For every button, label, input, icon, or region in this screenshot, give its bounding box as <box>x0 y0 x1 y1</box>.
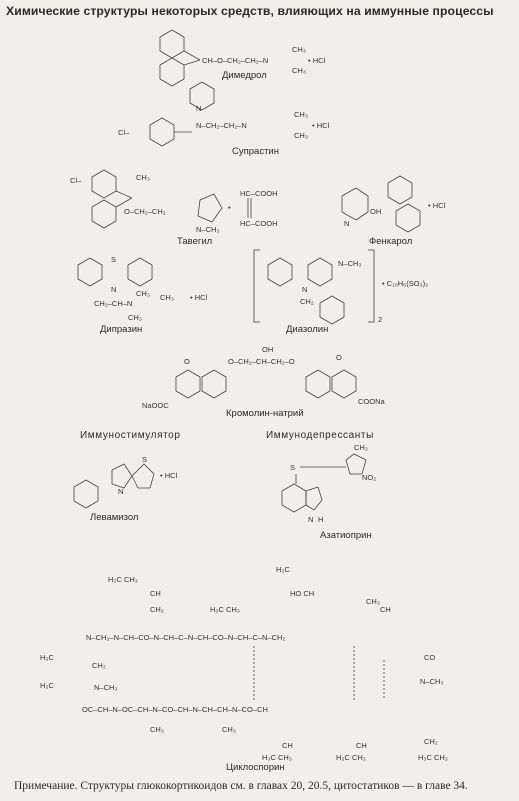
svg-text:CH₂: CH₂ <box>150 605 164 614</box>
svg-text:CH: CH <box>282 741 293 750</box>
svg-text:N: N <box>344 219 349 228</box>
levamisol-structure: S N • HCl <box>73 455 178 509</box>
svg-text:CH₂: CH₂ <box>424 737 438 746</box>
tavegil-structure: Cl– CH₃ O–CH₂–CH₂ N–CH₃ • HC–COOH HC–COO… <box>70 169 278 234</box>
azathioprine-label: Азатиоприн <box>320 530 372 541</box>
azathioprine-structure: S CH₃ NO₂ N H <box>281 443 376 524</box>
svg-text:N–CH₃: N–CH₃ <box>338 259 361 268</box>
svg-text:O: O <box>184 357 190 366</box>
svg-text:H₃C: H₃C <box>40 681 54 690</box>
svg-text:N: N <box>308 515 313 524</box>
svg-text:CH₃: CH₃ <box>222 725 236 734</box>
svg-text:NO₂: NO₂ <box>362 473 376 482</box>
svg-text:N–CH₂–CH₂–N: N–CH₂–CH₂–N <box>196 121 247 130</box>
svg-text:• HCl: • HCl <box>428 201 446 210</box>
svg-text:CH₃: CH₃ <box>292 45 306 54</box>
svg-text:2: 2 <box>378 315 382 324</box>
fenkarol-structure: N OH • HCl <box>341 175 446 233</box>
svg-text:S: S <box>290 463 295 472</box>
svg-text:OH: OH <box>370 207 381 216</box>
svg-text:COONa: COONa <box>358 397 386 406</box>
svg-text:Cl–: Cl– <box>70 176 82 185</box>
diazolin-label: Диазолин <box>286 324 329 335</box>
svg-text:CH₂–CH–N: CH₂–CH–N <box>94 299 132 308</box>
svg-text:H₃C CH₃: H₃C CH₃ <box>108 575 138 584</box>
svg-text:S: S <box>111 255 116 264</box>
diprazin-label: Дипразин <box>100 324 143 335</box>
svg-text:N: N <box>196 104 201 113</box>
svg-text:CH₂: CH₂ <box>92 661 106 670</box>
svg-text:• HCl: • HCl <box>190 293 208 302</box>
suprastin-structure: N Cl– N–CH₂–CH₂–N CH₃ CH₃ • HCl <box>118 81 330 147</box>
svg-text:CH₃: CH₃ <box>128 313 142 322</box>
svg-text:CH₃: CH₃ <box>136 289 150 298</box>
svg-text:H₃C: H₃C <box>40 653 54 662</box>
svg-text:HO CH: HO CH <box>290 589 314 598</box>
page-title: Химические структуры некоторых средств, … <box>6 4 494 18</box>
svg-text:N: N <box>118 487 123 496</box>
svg-text:H₃C CH₃: H₃C CH₃ <box>418 753 448 762</box>
svg-text:S: S <box>142 455 147 464</box>
svg-text:• HCl: • HCl <box>160 471 178 480</box>
cromolin-structure: O–CH₂–CH–CH₂–O OH NaOOC COONa O O <box>142 345 386 410</box>
svg-text:CO: CO <box>424 653 435 662</box>
svg-text:• HCl: • HCl <box>312 121 330 130</box>
cyclosporin-structure: H₃C CH₃ CH CH₂ N–CH₃–N–CH–CO–N–CH–C–N–CH… <box>40 565 448 762</box>
svg-text:HC–COOH: HC–COOH <box>240 219 278 228</box>
svg-text:•: • <box>228 203 231 212</box>
svg-text:CH: CH <box>356 741 367 750</box>
svg-text:CH: CH <box>380 605 391 614</box>
svg-text:N: N <box>111 285 116 294</box>
levamisol-label: Левамизол <box>90 512 139 523</box>
svg-text:NaOOC: NaOOC <box>142 401 169 410</box>
svg-text:H₃C: H₃C <box>276 565 290 574</box>
svg-text:O: O <box>336 353 342 362</box>
svg-text:CH–O–CH₂–CH₂–N: CH–O–CH₂–CH₂–N <box>202 56 268 65</box>
tavegil-label: Тавегил <box>177 236 213 247</box>
svg-text:CH: CH <box>150 589 161 598</box>
immunosuppressants-heading: Иммунодепрессанты <box>266 430 374 441</box>
svg-text:Cl–: Cl– <box>118 128 130 137</box>
svg-text:N–CH₃: N–CH₃ <box>196 225 219 234</box>
svg-text:CH₃: CH₃ <box>354 443 368 452</box>
svg-text:HC–COOH: HC–COOH <box>240 189 278 198</box>
footnote: Примечание. Структуры глюкокортикоидов с… <box>14 780 468 792</box>
svg-text:O–CH₂–CH–CH₂–O: O–CH₂–CH–CH₂–O <box>228 357 295 366</box>
svg-text:• HCl: • HCl <box>308 56 326 65</box>
svg-text:• C₁₀H₆(SO₃)₂: • C₁₀H₆(SO₃)₂ <box>382 279 428 288</box>
svg-text:CH₂: CH₂ <box>300 297 314 306</box>
diprazin-structure: S N CH₂–CH–N CH₃ CH₃ CH₃ • HCl <box>77 255 208 322</box>
svg-text:H₃C CH₃: H₃C CH₃ <box>336 753 366 762</box>
svg-text:CH₃: CH₃ <box>292 66 306 75</box>
svg-text:N–CH₃: N–CH₃ <box>420 677 443 686</box>
svg-text:CH₃: CH₃ <box>150 725 164 734</box>
svg-text:CH₃: CH₃ <box>294 131 308 140</box>
svg-text:H: H <box>318 515 323 524</box>
cromolin-label: Кромолин-натрий <box>226 408 304 419</box>
svg-text:H₃C CH₃: H₃C CH₃ <box>262 753 292 762</box>
svg-text:OC–CH–N–OC–CH–N–CO–CH–N–CH–CH–: OC–CH–N–OC–CH–N–CO–CH–N–CH–CH–N–CO–CH <box>82 705 268 714</box>
cyclosporin-label: Циклоспорин <box>226 762 285 773</box>
fenkarol-label: Фенкарол <box>369 236 413 247</box>
svg-text:CH₃: CH₃ <box>160 293 174 302</box>
dimedrol-label: Димедрол <box>222 70 267 81</box>
svg-text:OH: OH <box>262 345 273 354</box>
svg-text:H₃C CH₃: H₃C CH₃ <box>210 605 240 614</box>
suprastin-label: Супрастин <box>232 146 279 157</box>
svg-text:CH₃: CH₃ <box>294 110 308 119</box>
svg-text:CH₃: CH₃ <box>366 597 380 606</box>
svg-text:N–CH₃: N–CH₃ <box>94 683 117 692</box>
diazolin-structure: N–CH₃ N CH₂ 2 • C₁₀H₆(SO₃)₂ <box>253 249 428 325</box>
dimedrol-structure: CH–O–CH₂–CH₂–N CH₃ CH₃ • HCl <box>159 29 326 87</box>
svg-text:N: N <box>302 285 307 294</box>
svg-text:CH₃: CH₃ <box>136 173 150 182</box>
svg-text:N–CH₃–N–CH–CO–N–CH–C–N–CH–CO–N: N–CH₃–N–CH–CO–N–CH–C–N–CH–CO–N–CH–C–N–CH… <box>86 633 285 642</box>
svg-text:O–CH₂–CH₂: O–CH₂–CH₂ <box>124 207 166 216</box>
immunostimulator-heading: Иммуностимулятор <box>80 430 181 441</box>
